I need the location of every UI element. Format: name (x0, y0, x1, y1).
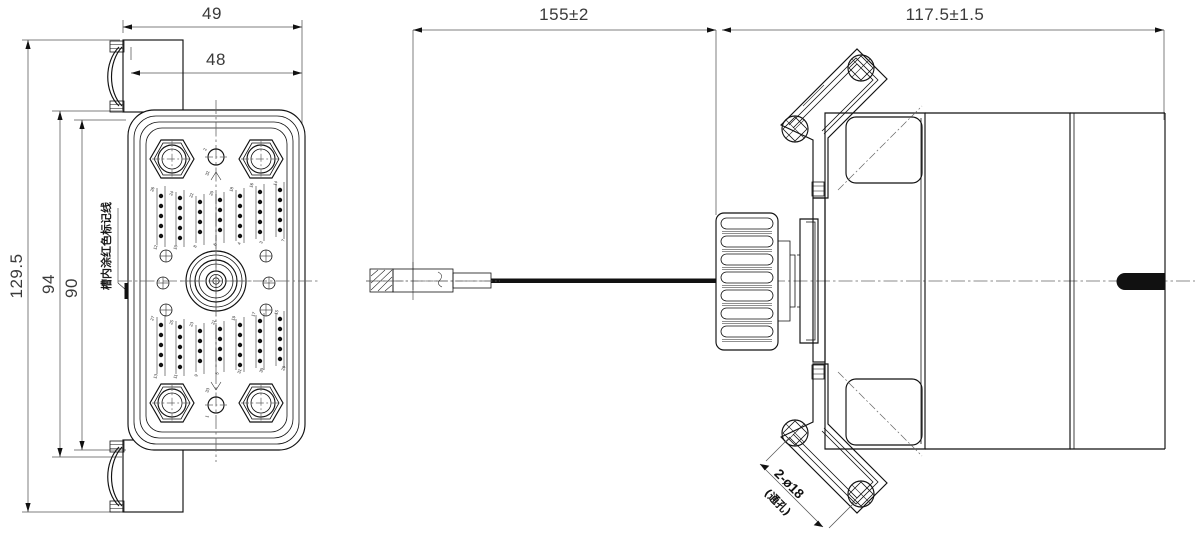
pin-number-label: 7 (280, 238, 286, 243)
side-contact (159, 303, 173, 317)
pin-dot-group (158, 316, 283, 370)
dimension-94: 94 (39, 110, 122, 458)
hole-callout-2-dia-18: 2-ø18 (通孔) (759, 437, 856, 529)
dim-label-94: 94 (39, 274, 58, 294)
center-coaxial-contact (180, 245, 252, 317)
retaining-clip-bottom (811, 364, 825, 380)
pin-number-label: 33 (204, 387, 211, 394)
pin-dot-group (158, 187, 283, 241)
pin-number-label: 16 (248, 182, 255, 189)
mounting-flange-upper (780, 48, 923, 199)
pin-number-label: 13 (152, 373, 159, 380)
dim-label-129-5: 129.5 (7, 253, 26, 298)
pin-number-label: 8 (192, 244, 198, 249)
end-cap (1116, 273, 1165, 290)
dimension-155: 155±2 (412, 5, 717, 290)
pin-number-label: 24 (168, 190, 175, 197)
pin-number-label: 17 (250, 311, 257, 318)
mounting-flange-lower (780, 363, 923, 514)
pin-number-label: 31 (236, 368, 243, 375)
annotation-red-marking-line: 槽内涂红色标记线 (99, 202, 128, 299)
pin-number-label: 22 (188, 192, 195, 199)
dim-label-90: 90 (62, 278, 81, 298)
pin-number-label: 27 (149, 315, 156, 322)
side-contact (262, 276, 276, 290)
knurl-band-group (720, 217, 774, 338)
pin-number-label: 14 (272, 180, 279, 187)
pin-number-label: 23 (188, 321, 195, 328)
retaining-clip-top (811, 181, 825, 197)
connector-mounting-plate (797, 197, 826, 363)
dimension-48: 48 (130, 47, 302, 76)
knurl-hatch-group (722, 231, 772, 342)
pin-number-label: 20 (208, 190, 215, 197)
side-contact (259, 303, 273, 317)
dimension-90: 90 (62, 119, 126, 451)
connector-housing-outline (127, 109, 306, 451)
knurled-coupling-nut (715, 212, 796, 351)
pin-number-label: 29 (280, 365, 287, 372)
pin-number-label: 5 (214, 371, 220, 376)
pin-number-label: 25 (168, 319, 175, 326)
side-contact (259, 249, 273, 263)
pin-number-label: 3 (258, 240, 264, 245)
upper-mounting-bracket (107, 39, 184, 113)
pin-number-label: 9 (193, 373, 199, 378)
pin-number-label: 21 (210, 319, 217, 326)
corner-hex-nut-bottom-left (149, 383, 195, 423)
side-view: 155±2 117.5±1.5 (366, 5, 1195, 529)
dim-label-49: 49 (202, 4, 222, 23)
pin-number-label: 4 (236, 241, 242, 246)
pin-field-lower: 27 25 23 21 19 17 15 13 11 9 5 31 30 29 … (149, 309, 287, 394)
corner-hex-nut-top-right (238, 139, 284, 179)
pin-number-label: 1 (204, 414, 210, 418)
pull-pin-lanyard (366, 262, 716, 300)
side-contact (159, 249, 173, 263)
pin-number-label: 2 (202, 147, 208, 151)
dim-label-48: 48 (206, 50, 226, 69)
dimension-129-5: 129.5 (7, 39, 120, 513)
lower-mounting-bracket (107, 439, 184, 513)
pin-number-label: 30 (258, 367, 265, 374)
pin-number-label: 26 (149, 186, 156, 193)
pin-number-label: 15 (273, 309, 280, 316)
dim-label-117-5: 117.5±1.5 (906, 5, 985, 24)
side-contact-group-right (259, 249, 276, 317)
pin-number-label: 10 (172, 244, 179, 251)
side-contact-group-left (156, 249, 173, 317)
red-marking-line-label: 槽内涂红色标记线 (99, 202, 113, 290)
pin-field-upper: 26 24 22 20 18 16 14 12 10 8 6 4 3 7 32 (149, 170, 286, 251)
side-contact (156, 276, 170, 290)
pin-number-label: 18 (228, 186, 235, 193)
front-view: 49 48 129.5 94 (7, 4, 318, 513)
pin-number-label: 19 (230, 315, 237, 322)
dim-label-155: 155±2 (539, 5, 589, 24)
corner-hex-nut-top-left (149, 139, 195, 179)
polarizing-hole-bottom: 1 (204, 396, 227, 418)
pin-number-label: 32 (204, 170, 211, 177)
corner-hex-nut-bottom-right (238, 383, 284, 423)
polarizing-hole-top: 2 (202, 147, 227, 166)
pin-number-label: 11 (172, 373, 178, 379)
pin-number-label: 6 (212, 242, 218, 247)
dimension-117-5: 117.5±1.5 (722, 5, 1165, 120)
pin-number-label: 12 (152, 244, 159, 251)
